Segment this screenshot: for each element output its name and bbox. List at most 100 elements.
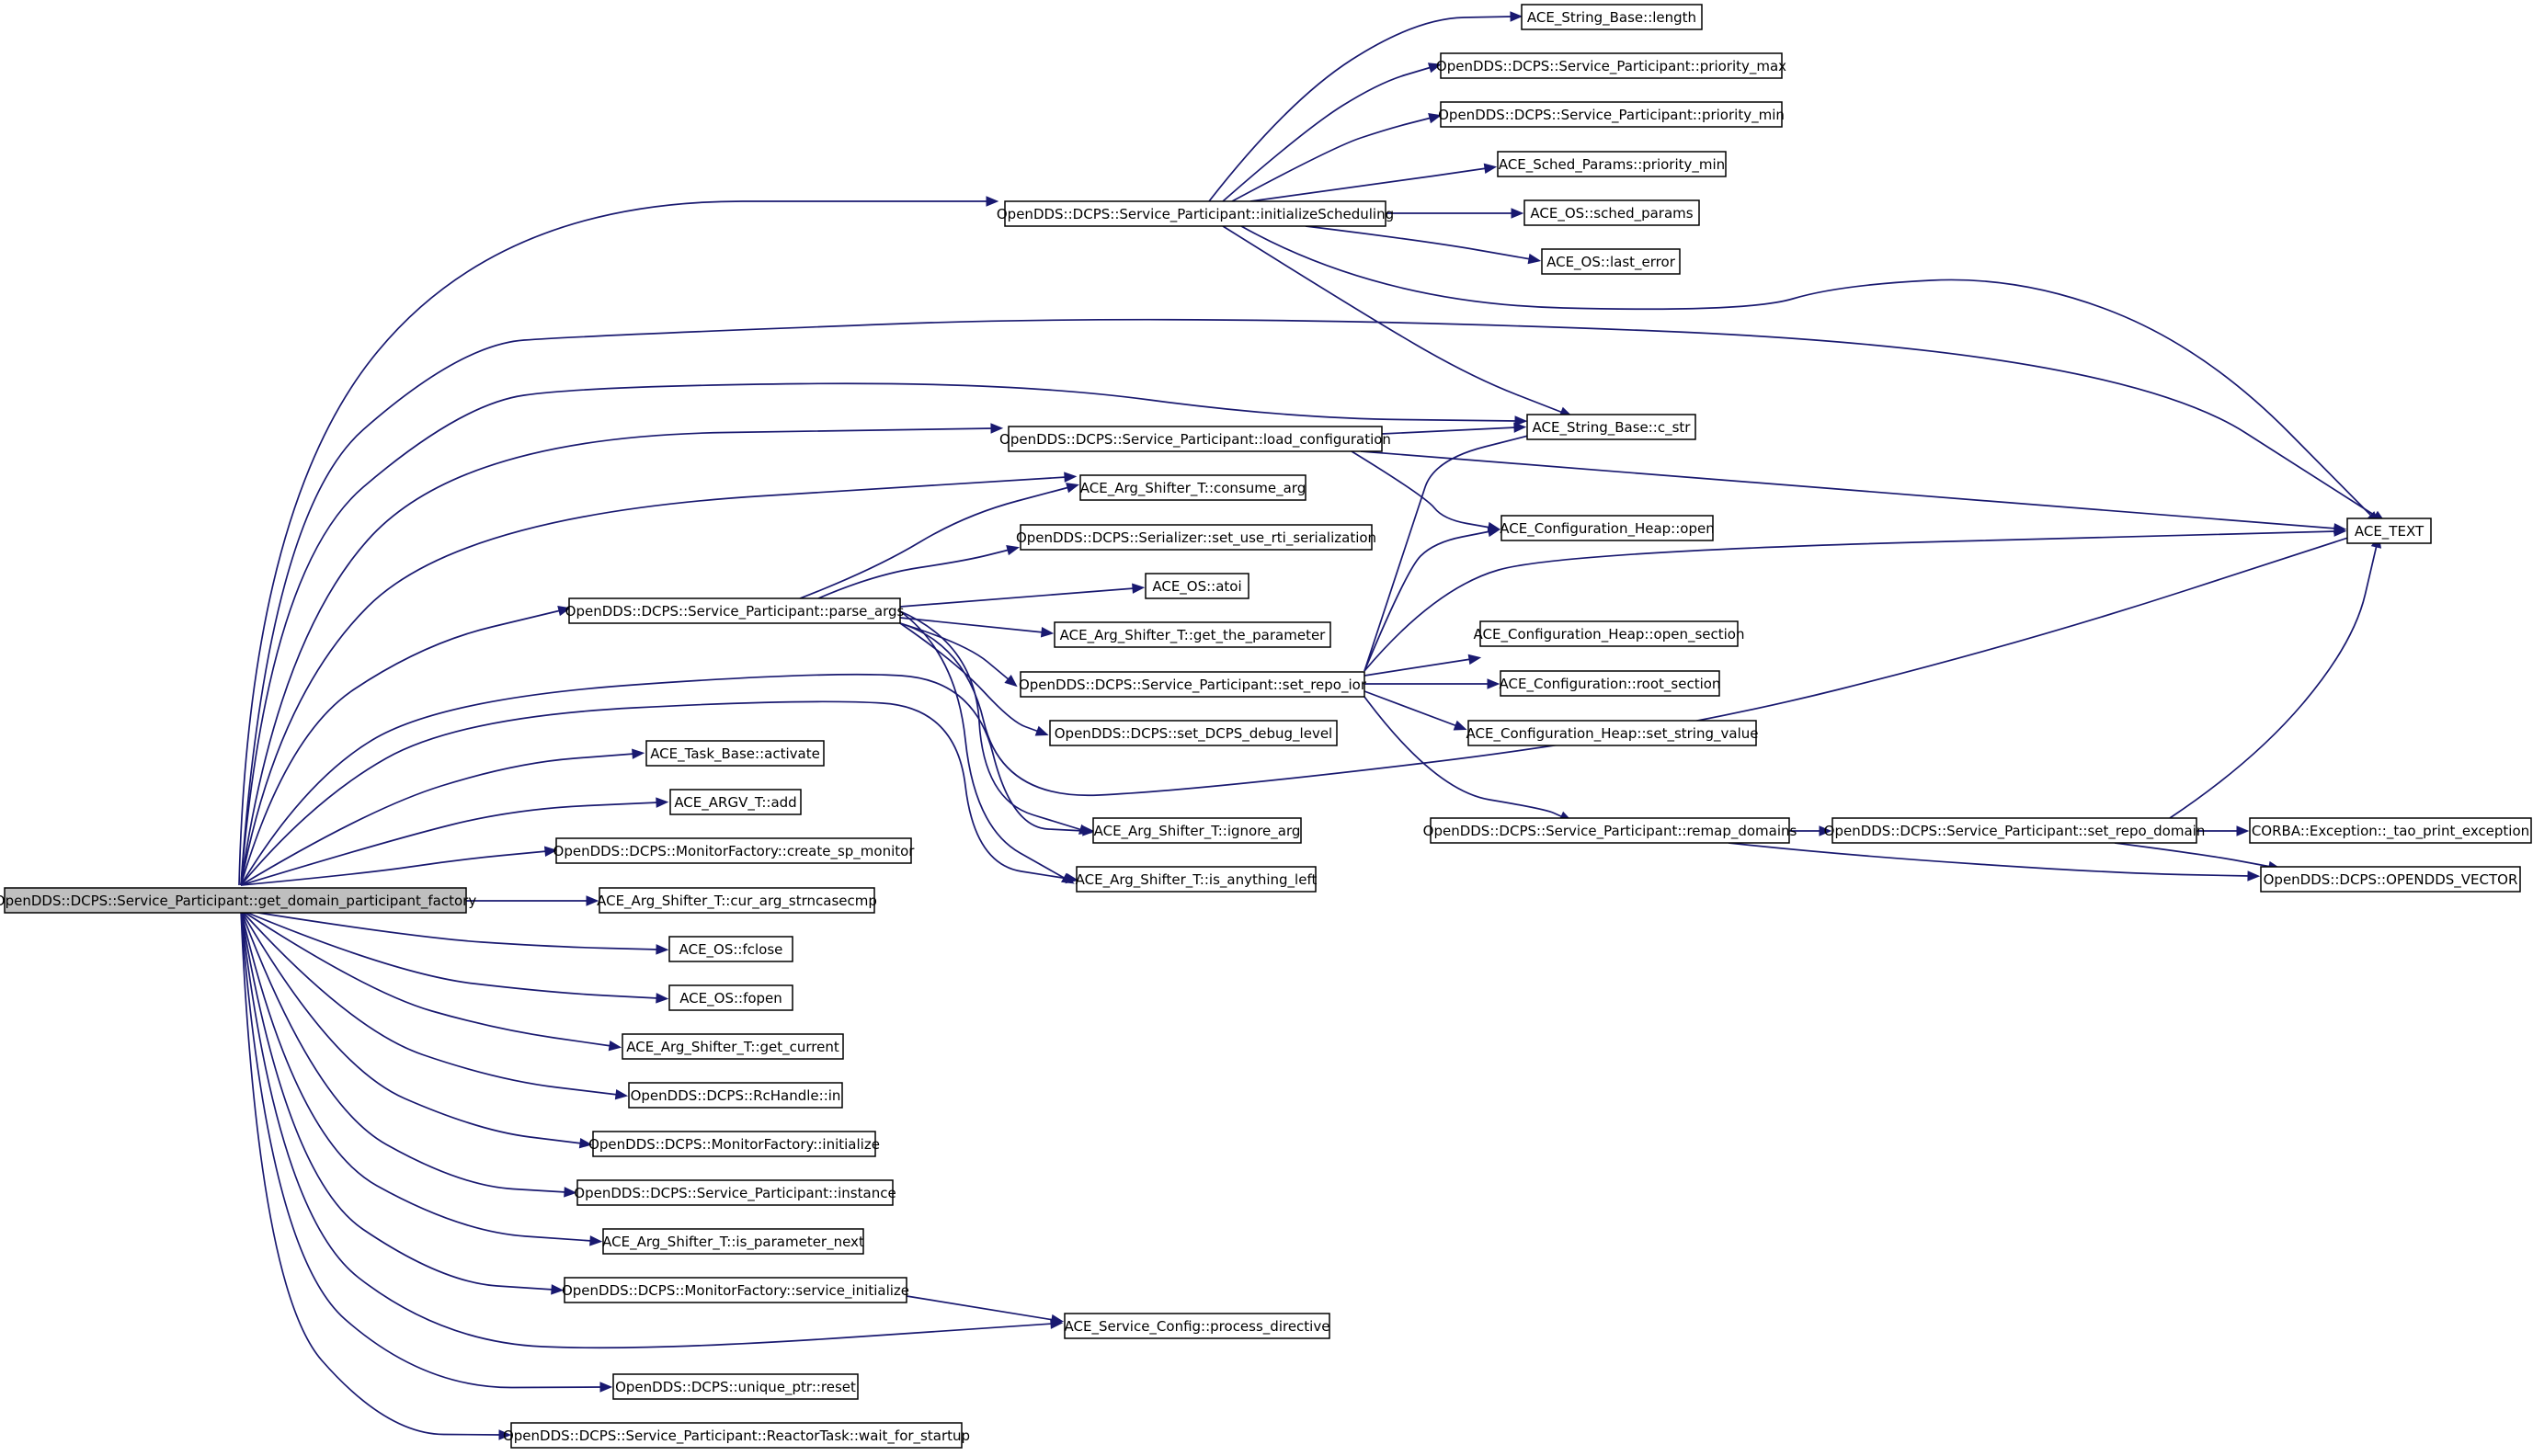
edge-n_init_sched-to-n_str_length	[1208, 11, 1523, 202]
node-label: OpenDDS::DCPS::MonitorFactory::initializ…	[588, 1136, 880, 1153]
edge-n_set_repo_ior-to-n_conf_open	[1363, 526, 1501, 672]
edge-n_set_repo_ior-to-n_open_section	[1363, 654, 1482, 677]
node-c-str[interactable]: ACE_String_Base::c_str	[1526, 414, 1696, 440]
edge-n_parse_args-to-n_atoi	[899, 583, 1146, 608]
node-get-the-param[interactable]: ACE_Arg_Shifter_T::get_the_parameter	[1054, 621, 1331, 648]
node-label: OpenDDS::DCPS::Service_Participant::prio…	[1438, 107, 1785, 124]
edge-root-to-n_wait_startup	[240, 909, 512, 1440]
node-get-current[interactable]: ACE_Arg_Shifter_T::get_current	[622, 1033, 844, 1060]
node-set-rti[interactable]: OpenDDS::DCPS::Serializer::set_use_rti_s…	[1016, 524, 1376, 551]
node-label: ACE_Configuration::root_section	[1500, 676, 1721, 693]
node-label: OpenDDS::DCPS::OPENDDS_VECTOR	[2264, 871, 2518, 889]
edge-n_load_conf-to-n_conf_open	[1351, 450, 1501, 533]
node-init-sched[interactable]: OpenDDS::DCPS::Service_Participant::init…	[997, 200, 1394, 227]
node-label: ACE_OS::sched_params	[1530, 205, 1693, 222]
edge-root-to-n_fclose	[240, 909, 669, 955]
edge-n_set_repo_dom-to-n_vector	[2114, 842, 2282, 872]
node-ignore-arg[interactable]: ACE_Arg_Shifter_T::ignore_arg	[1092, 817, 1302, 844]
node-label: ACE_Arg_Shifter_T::is_anything_left	[1076, 871, 1318, 889]
node-ace-text[interactable]: ACE_TEXT	[2346, 518, 2432, 544]
edge-n_remap-to-n_set_repo_dom	[1789, 825, 1832, 836]
edge-n_parse_args-to-n_ignore_arg	[899, 610, 1092, 835]
node-label: ACE_OS::fclose	[679, 941, 783, 959]
edge-n_parse_args-to-n_get_the_param	[899, 617, 1055, 638]
node-conf-open[interactable]: ACE_Configuration_Heap::open	[1500, 515, 1715, 541]
node-label: ACE_String_Base::c_str	[1533, 419, 1692, 437]
node-label: OpenDDS::DCPS::Service_Participant::get_…	[0, 893, 476, 910]
node-label: OpenDDS::DCPS::Service_Participant::inst…	[574, 1185, 896, 1202]
node-label: OpenDDS::DCPS::Service_Participant::prio…	[1436, 58, 1786, 75]
node-set-debug[interactable]: OpenDDS::DCPS::set_DCPS_debug_level	[1049, 720, 1338, 746]
node-rchandle-in[interactable]: OpenDDS::DCPS::RcHandle::in	[628, 1082, 843, 1109]
node-argv-add[interactable]: ACE_ARGV_T::add	[669, 789, 802, 815]
node-cur-arg[interactable]: ACE_Arg_Shifter_T::cur_arg_strncasecmp	[597, 887, 877, 914]
node-sp-instance[interactable]: OpenDDS::DCPS::Service_Participant::inst…	[574, 1179, 896, 1206]
node-consume-arg[interactable]: ACE_Arg_Shifter_T::consume_arg	[1079, 474, 1306, 501]
node-set-repo-ior[interactable]: OpenDDS::DCPS::Service_Participant::set_…	[1019, 671, 1367, 698]
edge-n_set_repo_ior-to-n_remap	[1363, 696, 1573, 822]
root-node[interactable]: OpenDDS::DCPS::Service_Participant::get_…	[0, 887, 476, 914]
node-uptr-reset[interactable]: OpenDDS::DCPS::unique_ptr::reset	[612, 1373, 859, 1400]
edge-root-to-n_uptr_reset	[240, 909, 613, 1393]
node-parse-args[interactable]: OpenDDS::DCPS::Service_Participant::pars…	[565, 597, 905, 624]
node-tao-print[interactable]: CORBA::Exception::_tao_print_exception	[2249, 817, 2532, 844]
node-fclose[interactable]: ACE_OS::fclose	[668, 936, 793, 962]
node-create-sp[interactable]: OpenDDS::DCPS::MonitorFactory::create_sp…	[553, 837, 916, 864]
edge-root-to-n_ace_text	[240, 318, 2386, 886]
edge-n_parse_args-to-n_set_debug	[899, 622, 1049, 736]
node-label: OpenDDS::DCPS::Service_Participant::set_…	[1019, 677, 1367, 694]
edge-root-to-n_activate	[240, 748, 645, 886]
edge-n_init_sched-to-n_sched_prio_min	[1249, 163, 1498, 202]
node-sched-params[interactable]: ACE_OS::sched_params	[1523, 199, 1700, 226]
node-str-length[interactable]: ACE_String_Base::length	[1521, 4, 1703, 30]
edge-root-to-n_argv_add	[240, 797, 669, 886]
node-prio-min[interactable]: OpenDDS::DCPS::Service_Participant::prio…	[1438, 101, 1785, 128]
edge-n_init_sched-to-n_ace_text	[1240, 225, 2379, 525]
node-label: ACE_String_Base::length	[1527, 9, 1696, 27]
node-label: ACE_ARGV_T::add	[674, 794, 796, 812]
edge-root-to-n_init_sched	[238, 196, 999, 886]
node-service-init[interactable]: OpenDDS::DCPS::MonitorFactory::service_i…	[562, 1277, 909, 1303]
node-set-string[interactable]: ACE_Configuration_Heap::set_string_value	[1466, 720, 1759, 746]
edge-n_parse_args-to-n_set_rti	[817, 545, 1020, 599]
node-root-section[interactable]: ACE_Configuration::root_section	[1500, 670, 1721, 697]
edge-root-to-n_load_conf	[240, 423, 1004, 886]
node-label: OpenDDS::DCPS::MonitorFactory::create_sp…	[553, 843, 916, 860]
node-mf-initialize[interactable]: OpenDDS::DCPS::MonitorFactory::initializ…	[588, 1131, 880, 1157]
edge-root-to-n_cur_arg	[466, 895, 599, 906]
edge-n_init_sched-to-n_prio_min	[1231, 113, 1442, 202]
node-fopen[interactable]: ACE_OS::fopen	[668, 984, 793, 1011]
edge-n_set_repo_dom-to-n_ace_text	[2169, 534, 2382, 819]
edge-n_init_sched-to-n_c_str	[1222, 225, 1573, 417]
edge-n_load_conf-to-n_c_str	[1381, 422, 1527, 435]
node-last-error[interactable]: ACE_OS::last_error	[1541, 248, 1681, 275]
node-load-conf[interactable]: OpenDDS::DCPS::Service_Participant::load…	[999, 426, 1391, 452]
node-set-repo-dom[interactable]: OpenDDS::DCPS::Service_Participant::set_…	[1824, 817, 2206, 844]
node-label: ACE_Task_Base::activate	[650, 745, 820, 763]
node-remap[interactable]: OpenDDS::DCPS::Service_Participant::rema…	[1423, 817, 1797, 844]
node-label: ACE_Configuration_Heap::open_section	[1474, 626, 1745, 643]
node-is-anything-left[interactable]: ACE_Arg_Shifter_T::is_anything_left	[1076, 866, 1318, 893]
node-vector[interactable]: OpenDDS::DCPS::OPENDDS_VECTOR	[2260, 866, 2521, 893]
node-activate[interactable]: ACE_Task_Base::activate	[645, 740, 825, 767]
node-label: ACE_Arg_Shifter_T::get_current	[626, 1039, 839, 1056]
node-label: OpenDDS::DCPS::Service_Participant::set_…	[1824, 823, 2206, 840]
node-label: ACE_Sched_Params::priority_min	[1499, 156, 1725, 174]
node-label: ACE_OS::last_error	[1546, 254, 1676, 271]
edge-root-to-n_is_param_next	[240, 909, 603, 1246]
node-label: ACE_Arg_Shifter_T::is_parameter_next	[602, 1234, 864, 1251]
edge-n_remap-to-n_vector	[1728, 842, 2261, 882]
node-label: OpenDDS::DCPS::RcHandle::in	[631, 1087, 841, 1104]
node-open-section[interactable]: ACE_Configuration_Heap::open_section	[1474, 620, 1745, 647]
node-wait-startup[interactable]: OpenDDS::DCPS::Service_Participant::Reac…	[503, 1422, 970, 1449]
node-prio-max[interactable]: OpenDDS::DCPS::Service_Participant::prio…	[1436, 52, 1786, 79]
node-is-param-next[interactable]: ACE_Arg_Shifter_T::is_parameter_next	[602, 1228, 864, 1255]
edge-n_parse_args-to-n_is_anything_left	[899, 610, 1075, 884]
edge-root-to-n_mf_initialize	[240, 909, 593, 1149]
node-sched-prio-min[interactable]: ACE_Sched_Params::priority_min	[1497, 151, 1727, 177]
edge-root-to-n_consume_arg	[240, 472, 1078, 886]
node-process-dir[interactable]: ACE_Service_Config::process_directive	[1064, 1313, 1330, 1339]
node-label: OpenDDS::DCPS::Serializer::set_use_rti_s…	[1016, 529, 1376, 547]
node-atoi[interactable]: ACE_OS::atoi	[1145, 573, 1249, 599]
edge-root-to-n_create_sp	[240, 846, 558, 886]
